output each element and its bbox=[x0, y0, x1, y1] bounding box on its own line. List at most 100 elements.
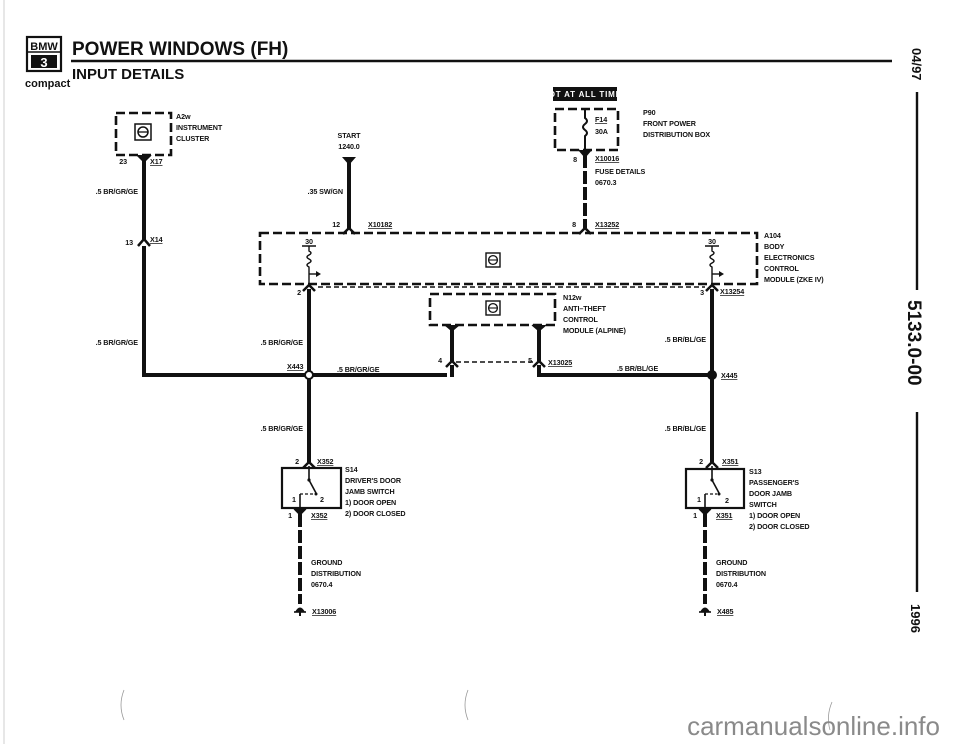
badge-text: HOT AT ALL TIMES bbox=[542, 90, 628, 99]
body-electronics-module: 30 30 A104 BODY ELECTRONICS CONTROL MODU… bbox=[258, 231, 824, 286]
ground-icon bbox=[294, 607, 306, 616]
connector-label: X13254 bbox=[720, 287, 744, 296]
pin-number: 5 bbox=[528, 356, 532, 365]
pin-number: 2 bbox=[295, 457, 299, 466]
connector-symbol bbox=[137, 237, 151, 247]
pin-number: 23 bbox=[119, 157, 127, 166]
hot-at-all-times-badge: HOT AT ALL TIMES bbox=[542, 87, 628, 101]
scan-artifact bbox=[828, 701, 833, 731]
pin-number: 1 bbox=[288, 511, 292, 520]
switch-contact bbox=[711, 479, 720, 494]
wire-label: .35 SW/GN bbox=[308, 187, 343, 196]
scan-artifact bbox=[464, 689, 469, 721]
component-label: MODULE (ALPINE) bbox=[563, 326, 626, 335]
switch-state: 1) DOOR OPEN bbox=[749, 511, 800, 520]
pin-number: 4 bbox=[438, 356, 442, 365]
connector-symbol bbox=[302, 460, 316, 469]
control-unit-icon bbox=[134, 123, 152, 141]
page-code: 5133.0-00 bbox=[903, 300, 924, 386]
resistor-icon bbox=[709, 246, 715, 284]
switch-state: 2) DOOR CLOSED bbox=[749, 522, 810, 531]
contact-number: 1 bbox=[697, 495, 701, 504]
component-id: N12w bbox=[563, 293, 582, 302]
control-unit-icon bbox=[485, 252, 501, 268]
connector-label: X352 bbox=[311, 511, 327, 520]
logo-compact-text: compact bbox=[25, 78, 71, 90]
ground-right: GROUND DISTRIBUTION 0670.4 X485 bbox=[699, 558, 766, 616]
component-label: SWITCH bbox=[749, 500, 777, 509]
connector-label: X17 bbox=[150, 157, 163, 166]
connector-label: X13252 bbox=[595, 220, 619, 229]
connector-label: X13025 bbox=[548, 358, 572, 367]
terminal-label: 30 bbox=[305, 237, 313, 246]
component-label: INSTRUMENT bbox=[176, 123, 223, 132]
wire-label: .5 BR/BL/GE bbox=[665, 424, 707, 433]
page-subtitle: INPUT DETAILS bbox=[72, 66, 184, 83]
wire-label: .5 BR/BL/GE bbox=[617, 364, 659, 373]
power-distribution-component: F14 30A P90 FRONT POWER DISTRIBUTION BOX bbox=[553, 107, 710, 152]
ground-label: GROUND bbox=[716, 558, 747, 567]
connector-symbol bbox=[302, 283, 316, 292]
switch-state: 2) DOOR CLOSED bbox=[345, 509, 406, 518]
resistor-icon bbox=[306, 246, 312, 284]
bmw-logo: BMW 3 compact bbox=[25, 35, 71, 90]
logo-bmw-text: BMW bbox=[30, 41, 58, 53]
pin-number: 2 bbox=[297, 288, 301, 297]
component-label: BODY bbox=[764, 242, 785, 251]
pin-number: 13 bbox=[125, 238, 133, 247]
component-label: PASSENGER'S bbox=[749, 478, 799, 487]
contact-number: 2 bbox=[725, 496, 729, 505]
connector-symbol bbox=[705, 460, 719, 469]
connector-label: X10182 bbox=[368, 220, 392, 229]
ground-ref: 0670.4 bbox=[716, 580, 737, 589]
component-id: A2w bbox=[176, 112, 191, 121]
component-label: FRONT POWER bbox=[643, 119, 697, 128]
contact-number: 1 bbox=[292, 495, 296, 504]
connector-label: X14 bbox=[150, 235, 163, 244]
connector-label: X485 bbox=[717, 607, 733, 616]
connector-symbol bbox=[445, 359, 459, 368]
fuse-rating: 30A bbox=[595, 127, 608, 136]
connector-symbol bbox=[705, 283, 719, 292]
ground-icon bbox=[699, 607, 711, 616]
passenger-door-jamb-switch: 2 X351 1 2 1 X351 S13 PASSENGER'S DOOR J… bbox=[684, 457, 810, 531]
logo-series-text: 3 bbox=[40, 55, 47, 70]
ground-label: DISTRIBUTION bbox=[716, 569, 766, 578]
component-label: MODULE (ZKE IV) bbox=[764, 275, 824, 284]
switch-state: 1) DOOR OPEN bbox=[345, 498, 396, 507]
note-ref: 0670.3 bbox=[595, 178, 616, 187]
output-arrow-icon bbox=[316, 271, 321, 277]
wire-label: .5 BR/GR/GE bbox=[261, 424, 304, 433]
component-id: S14 bbox=[345, 465, 358, 474]
year-code: 1996 bbox=[908, 604, 923, 633]
start-label: START bbox=[338, 131, 362, 140]
contact-number: 2 bbox=[320, 495, 324, 504]
pin-number: 3 bbox=[700, 288, 704, 297]
pin-number: 12 bbox=[332, 220, 340, 229]
component-id: A104 bbox=[764, 231, 781, 240]
control-unit-icon bbox=[485, 300, 501, 316]
component-label: ANTI–THEFT bbox=[563, 304, 607, 313]
connector-label: X13006 bbox=[312, 607, 336, 616]
wire-label: .5 BR/GR/GE bbox=[96, 338, 139, 347]
driver-door-jamb-switch: 2 X352 1 2 1 X352 S14 DRIVER'S DOOR JAMB… bbox=[280, 457, 406, 520]
pin-number: 2 bbox=[699, 457, 703, 466]
component-id: P90 bbox=[643, 108, 656, 117]
fuse-icon bbox=[582, 109, 588, 150]
connector-symbol bbox=[532, 359, 546, 368]
connector-label: X445 bbox=[721, 371, 737, 380]
wire-label: .5 BR/GR/GE bbox=[261, 338, 304, 347]
start-feed: START 1240.0 .35 SW/GN 12 X10182 bbox=[308, 131, 392, 235]
connector-label: X352 bbox=[317, 457, 333, 466]
fuse-id: F14 bbox=[595, 115, 607, 124]
component-label: CLUSTER bbox=[176, 134, 210, 143]
watermark: carmanualsonline.info bbox=[687, 711, 940, 741]
date-code: 04/97 bbox=[909, 48, 924, 81]
output-arrow-icon bbox=[719, 271, 724, 277]
switch-contact bbox=[308, 479, 317, 494]
start-ref: 1240.0 bbox=[338, 142, 359, 151]
splice-x445: X445 bbox=[707, 370, 738, 380]
anti-theft-module: N12w ANTI–THEFT CONTROL MODULE (ALPINE) bbox=[428, 292, 627, 335]
pin-number: 1 bbox=[693, 511, 697, 520]
